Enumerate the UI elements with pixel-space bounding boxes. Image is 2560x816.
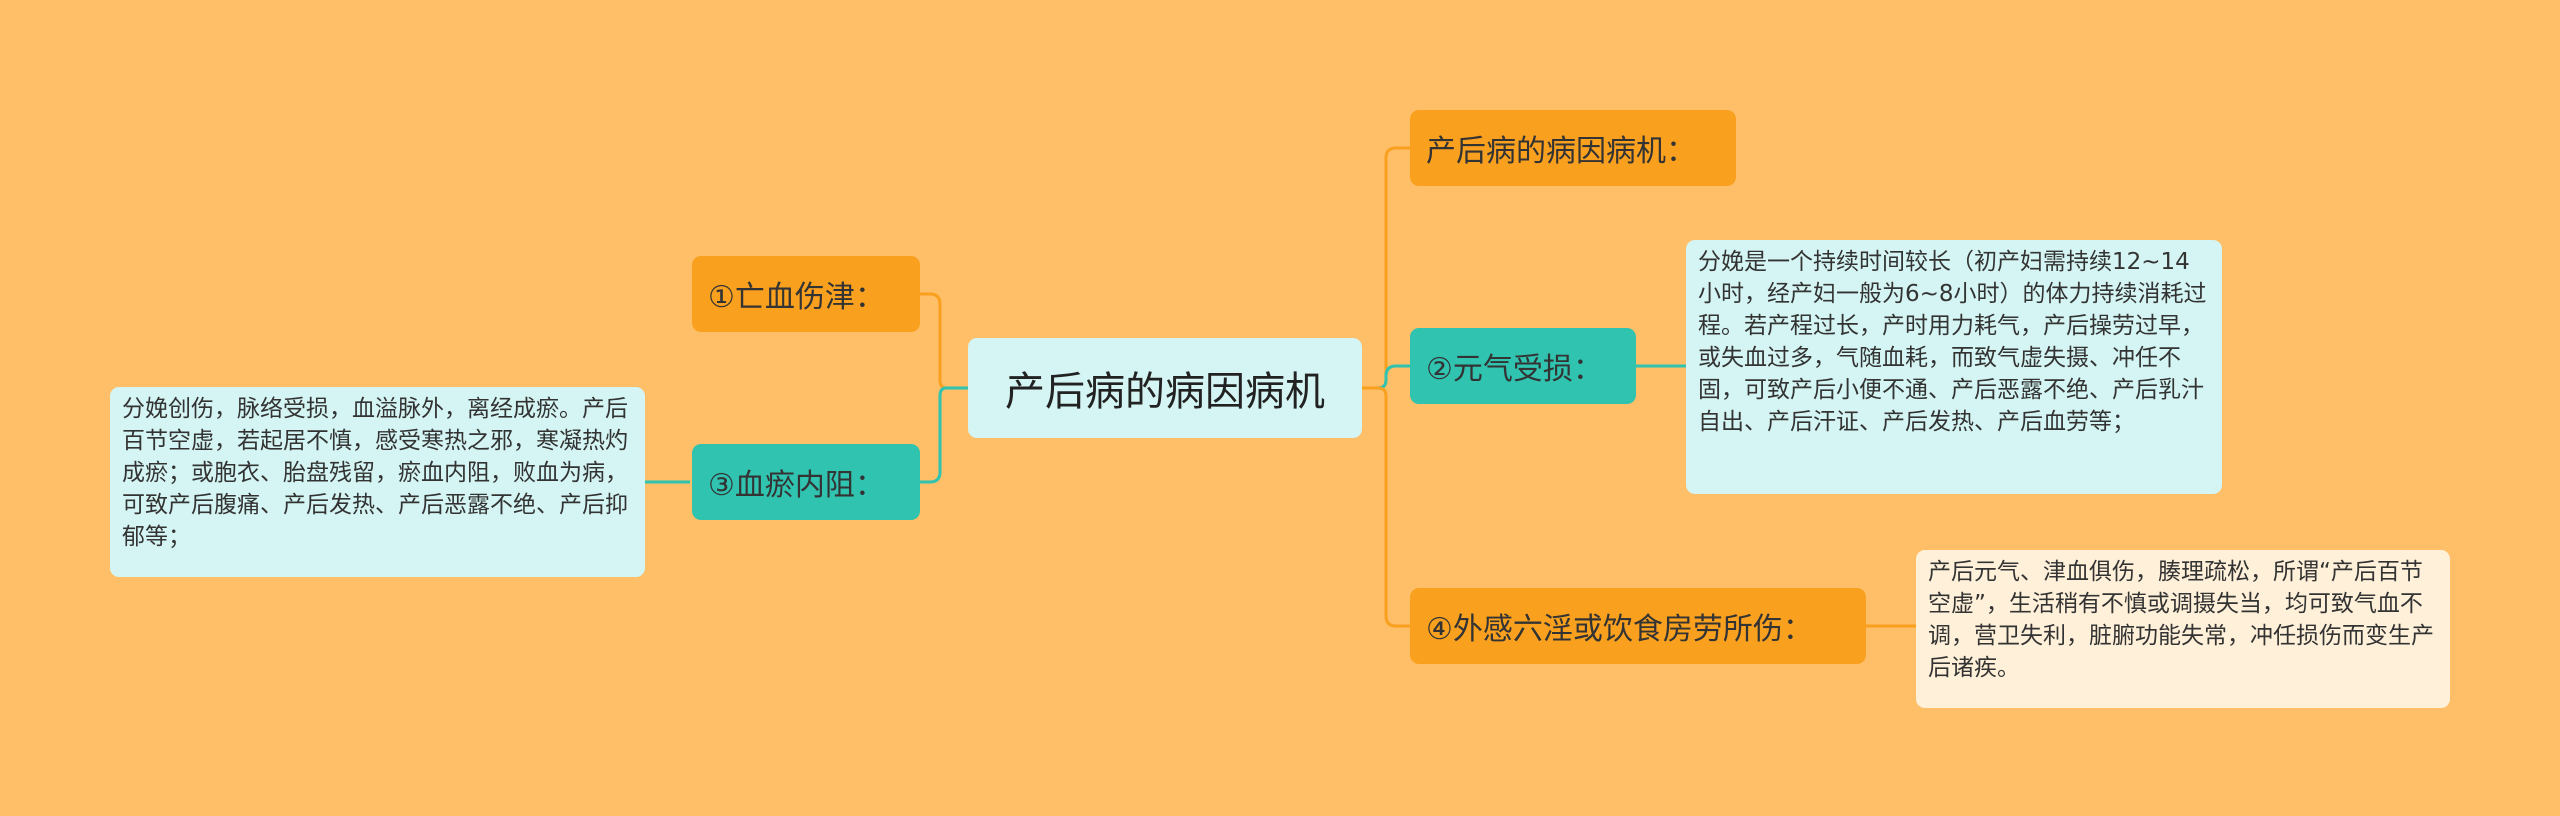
topic-cause-title[interactable]: 产后病的病因病机： — [1410, 110, 1736, 186]
note-blood-stasis: 分娩创伤，脉络受损，血溢脉外，离经成瘀。产后百节空虚，若起居不慎，感受寒热之邪，… — [110, 387, 645, 577]
central-topic[interactable]: 产后病的病因病机 — [968, 338, 1362, 438]
note-external-factors: 产后元气、津血俱伤，腠理疏松，所谓“产后百节空虚”，生活稍有不慎或调摄失当，均可… — [1916, 550, 2450, 708]
topic-blood-loss[interactable]: ①亡血伤津： — [692, 256, 920, 332]
connector-center-to-left-1 — [920, 292, 968, 390]
connector-center-to-right-title — [1362, 146, 1410, 390]
topic-blood-stasis[interactable]: ③血瘀内阻： — [692, 444, 920, 520]
topic-external-factors[interactable]: ④外感六淫或饮食房劳所伤： — [1410, 588, 1866, 664]
connector-center-to-right-2 — [1362, 364, 1410, 390]
connector-center-to-left-3 — [920, 386, 968, 484]
topic-vital-energy[interactable]: ②元气受损： — [1410, 328, 1636, 404]
connector-center-to-right-4 — [1362, 386, 1410, 628]
note-vital-energy: 分娩是一个持续时间较长（初产妇需持续12~14小时，经产妇一般为6~8小时）的体… — [1686, 240, 2222, 494]
